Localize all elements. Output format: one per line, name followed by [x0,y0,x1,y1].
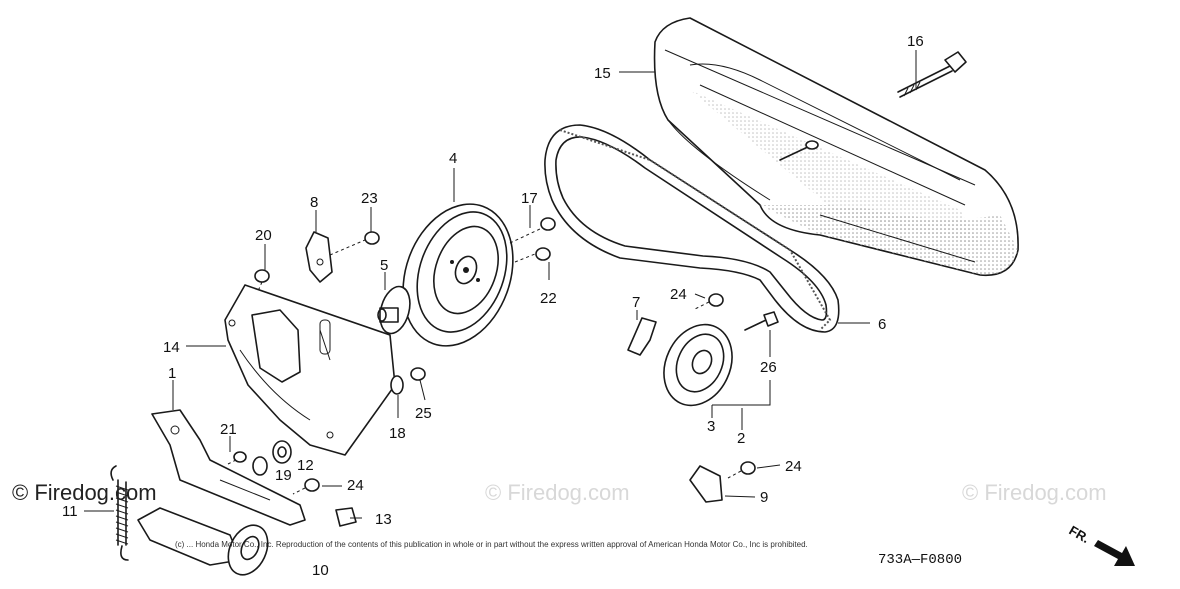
spring-part-11 [110,465,129,561]
callout-21: 21 [220,421,237,438]
bolt-part-24-upper [694,293,724,310]
callout-11: 11 [62,503,78,520]
bolt-part-24-right [727,461,756,479]
idler-pulley-part-3 [663,323,733,407]
callout-14: 14 [163,339,180,356]
bolt-part-22 [514,247,551,263]
callout-16: 16 [907,33,924,50]
bracket-part-8 [305,231,333,283]
v-belt-part-6 [544,124,840,333]
callout-22: 22 [540,290,557,307]
callout-labels: 1 2 3 4 5 6 7 8 9 10 11 12 13 14 15 16 1… [62,33,924,579]
callout-23: 23 [361,190,378,207]
callout-9: 9 [760,489,768,506]
idler-arm-part-10 [137,507,269,576]
callout-7: 7 [632,294,640,311]
cap-part-13 [335,507,357,527]
callout-8: 8 [310,194,318,211]
callout-5: 5 [380,257,388,274]
front-direction-marker: FR. [1067,523,1135,566]
callout-20: 20 [255,227,272,244]
callout-1: 1 [168,365,176,382]
belt-cover-part-15 [653,17,1019,277]
washer-part-18 [390,375,404,395]
callout-3: 3 [707,418,715,435]
callout-24-lower: 24 [347,477,364,494]
hub-part-5 [377,285,411,335]
callout-4: 4 [449,150,457,167]
callout-24-right: 24 [785,458,802,475]
pulley-part-4 [402,203,514,347]
background-watermarks: © Firedog.com © Firedog.com [485,480,1107,505]
bolt-part-17 [509,217,556,244]
callout-15: 15 [594,65,611,82]
watermark-center: © Firedog.com [485,480,630,505]
callout-19: 19 [275,467,292,484]
callout-24-upper: 24 [670,286,687,303]
leader-lines [84,50,917,519]
bolt-part-25 [410,367,426,381]
bolt-part-16 [897,51,967,98]
callout-25: 25 [415,405,432,422]
copyright-notice: (c) ... Honda Motor Co., Inc. Reproducti… [175,540,808,549]
bolt-part-24-lower [292,478,320,495]
plate-part-14 [224,284,396,456]
callout-18: 18 [389,425,406,442]
arm-part-1 [151,409,306,526]
bracket-part-9 [689,465,723,503]
bracket-part-7 [627,317,657,356]
front-arrow-icon [1094,540,1135,566]
callout-17: 17 [521,190,538,207]
watermark-main: © Firedog.com [12,480,157,505]
front-direction-label: FR. [1067,523,1093,546]
callout-10: 10 [312,562,329,579]
collar-part-19 [252,456,268,476]
bolt-part-23 [329,231,380,256]
callout-2: 2 [737,430,745,447]
callout-6: 6 [878,316,886,333]
callout-26: 26 [760,359,777,376]
callout-12: 12 [297,457,314,474]
bushing-part-12 [272,440,292,464]
diagram-code: 733A—F0800 [878,552,962,568]
bolt-part-26 [744,311,779,331]
watermark-right: © Firedog.com [962,480,1107,505]
callout-13: 13 [375,511,392,528]
bolt-part-21 [227,451,247,465]
